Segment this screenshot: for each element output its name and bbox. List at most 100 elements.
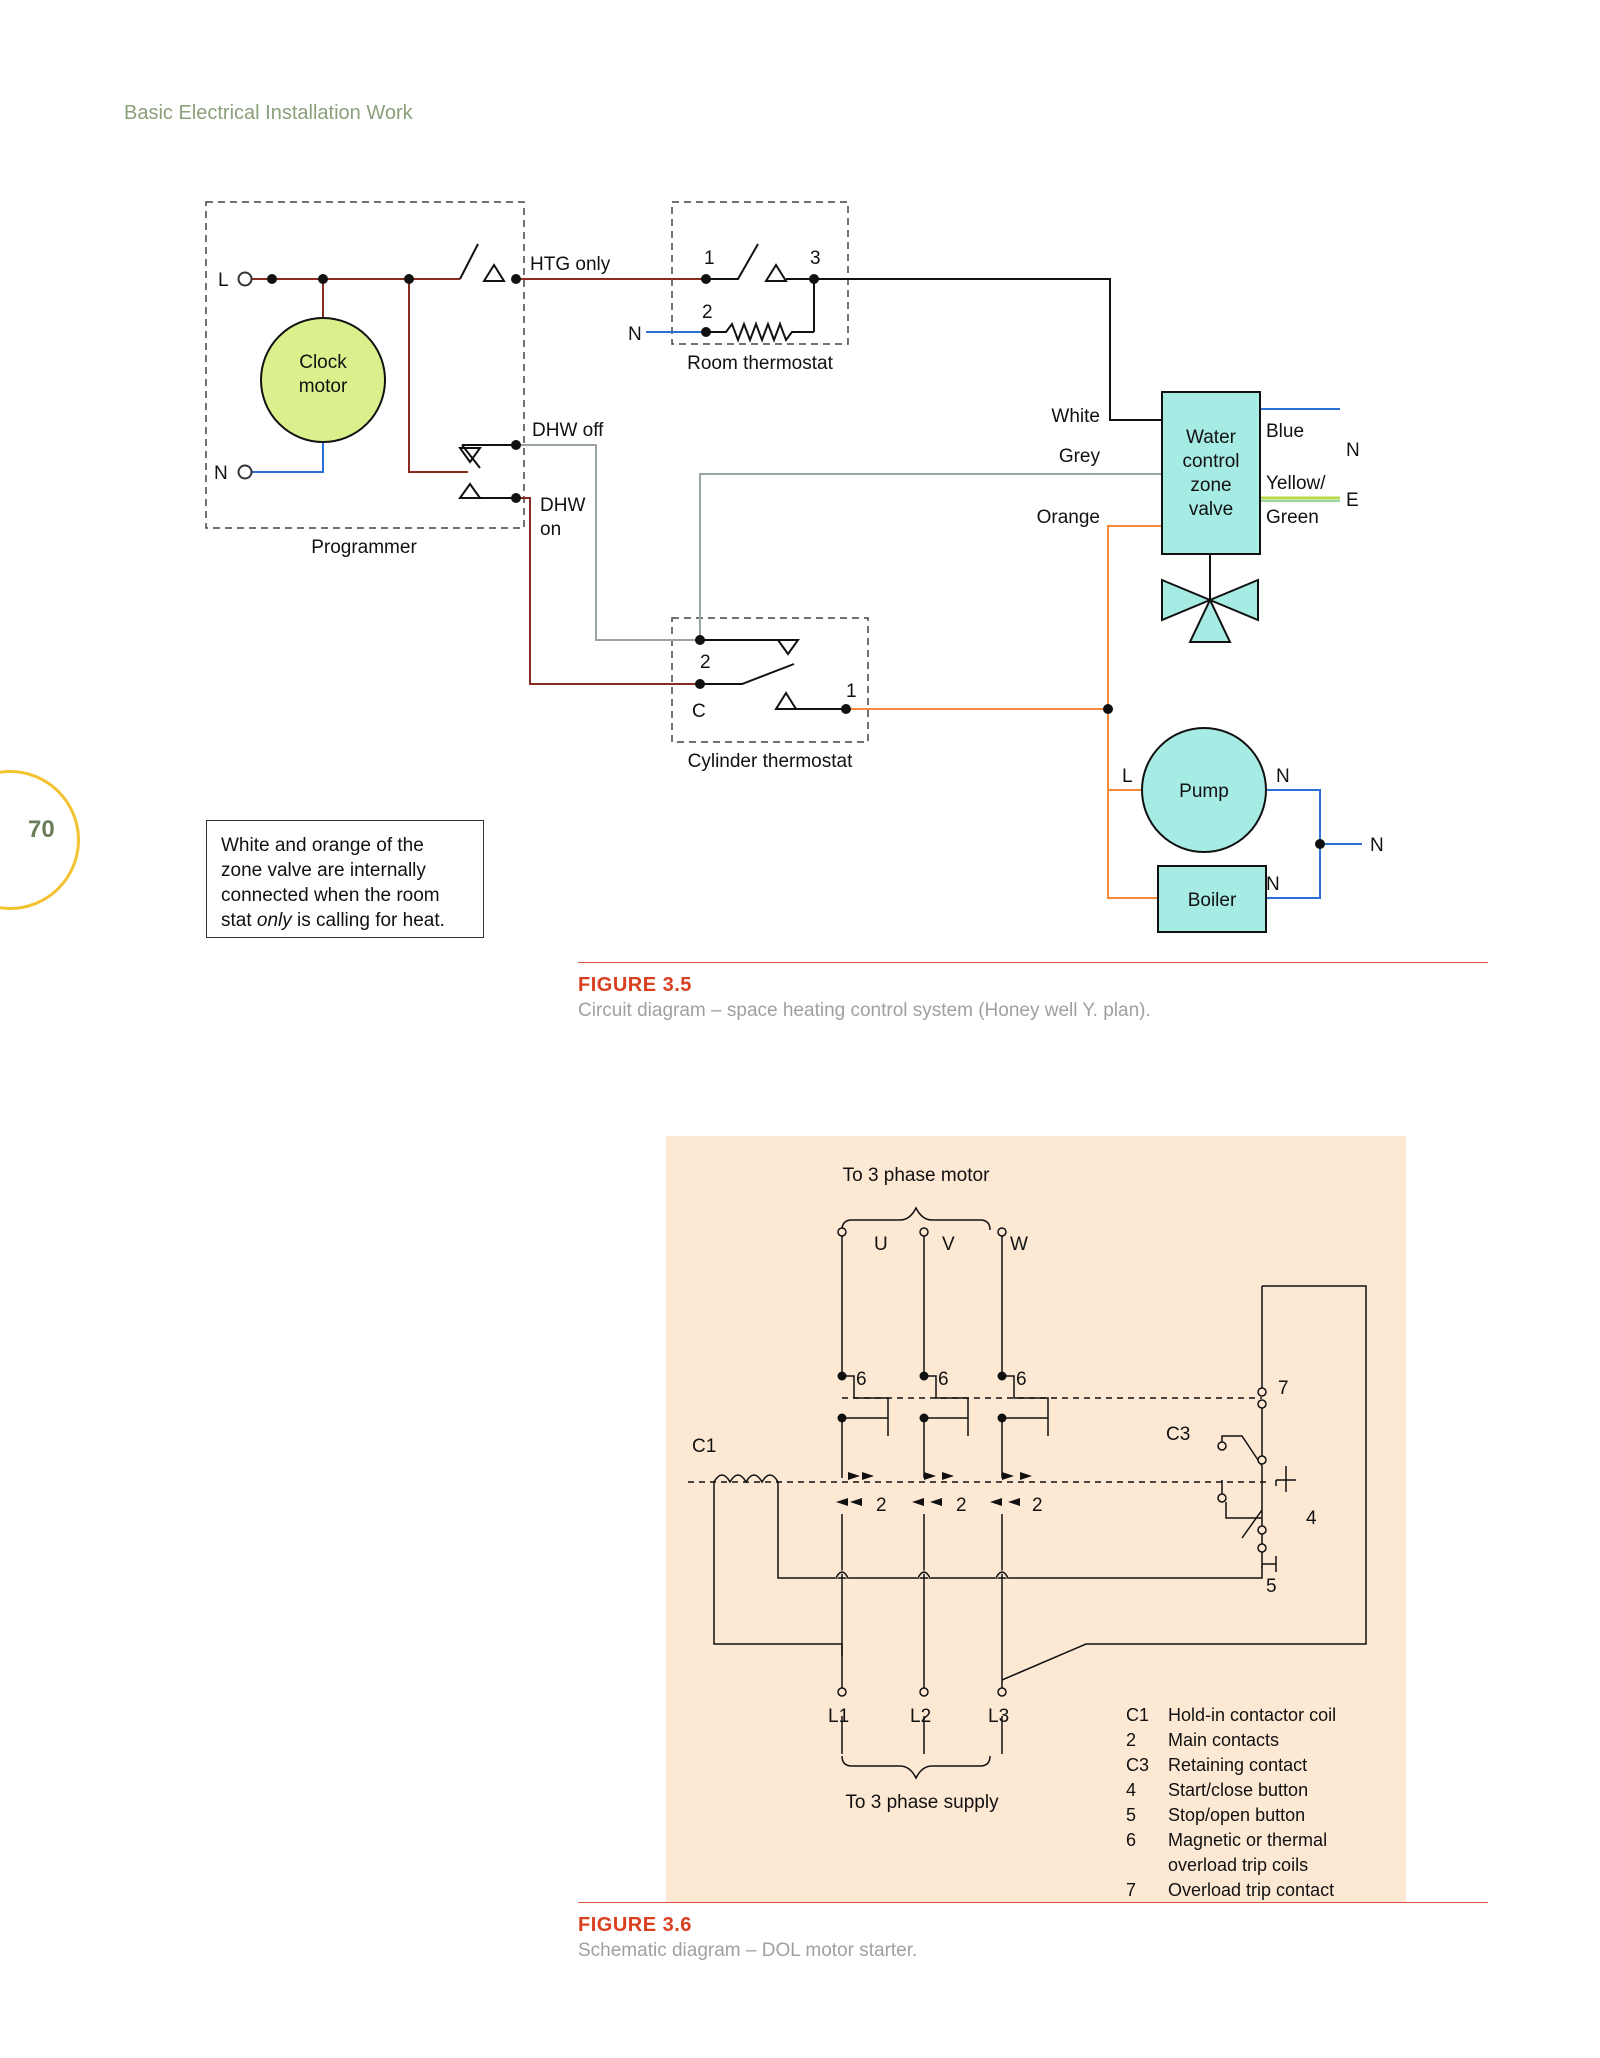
to-motor-label: To 3 phase motor <box>843 1165 990 1186</box>
figure-3-6-caption: Schematic diagram – DOL motor starter. <box>578 1940 918 1961</box>
legend-text-0: Hold-in contactor coil <box>1168 1705 1336 1725</box>
htg-switch <box>459 243 506 282</box>
pump-N-label: N <box>1276 766 1290 787</box>
room-thermostat-box <box>671 201 849 345</box>
legend-text-3: Start/close button <box>1168 1780 1308 1800</box>
U-label: U <box>874 1234 888 1255</box>
label-6b: 6 <box>938 1369 949 1390</box>
legend: C1 Hold-in contactor coil 2 Main contact… <box>1126 1705 1336 1900</box>
rt-terminal-2: 2 <box>702 302 713 323</box>
note-emphasis: only <box>256 910 292 931</box>
legend-key-3: 4 <box>1126 1780 1136 1800</box>
V-label: V <box>942 1234 955 1255</box>
valve-label-4: valve <box>1189 499 1233 520</box>
legend-key-1: 2 <box>1126 1730 1136 1750</box>
W-label: W <box>1010 1234 1028 1255</box>
terminal-L <box>237 271 253 287</box>
legend-text-7: Overload trip contact <box>1168 1880 1334 1900</box>
dhw-on-label-2: on <box>540 519 561 540</box>
label-2a: 2 <box>876 1495 887 1516</box>
common-N-label: N <box>1370 835 1384 856</box>
programmer-label: Programmer <box>311 537 417 558</box>
label-5: 5 <box>1266 1576 1277 1597</box>
N-label: N <box>214 463 228 484</box>
L2-label: L2 <box>910 1706 931 1727</box>
label-C1: C1 <box>692 1436 716 1457</box>
rt-terminal-3: 3 <box>810 248 821 269</box>
motor-brace <box>841 1206 991 1231</box>
legend-text-1: Main contacts <box>1168 1730 1279 1750</box>
supply-brace <box>841 1755 991 1780</box>
L1-label: L1 <box>828 1706 849 1727</box>
valve-label-3: zone <box>1190 475 1231 496</box>
label-4: 4 <box>1306 1508 1317 1529</box>
ct-terminal-C: C <box>692 701 706 722</box>
legend-key-5: 6 <box>1126 1830 1136 1850</box>
clock-motor-label-2: motor <box>299 376 348 397</box>
heating-circuit-diagram: L N Clock motor Programmer HTG only DHW … <box>205 201 1384 933</box>
ct-terminal-2: 2 <box>700 652 711 673</box>
coil-c1 <box>713 1474 779 1484</box>
grey-wiring <box>516 444 1162 641</box>
main-contacts <box>836 1371 1032 1506</box>
L-label: L <box>218 270 229 291</box>
htg-only-label: HTG only <box>530 254 611 275</box>
label-6a: 6 <box>856 1369 867 1390</box>
yellow-green-label-1: Yellow/ <box>1266 473 1326 494</box>
room-thermostat-switch <box>706 243 815 343</box>
valve-actuator-icon <box>1161 554 1259 643</box>
figure-3-5-rule <box>578 962 1488 963</box>
boiler-N-label: N <box>1266 874 1280 895</box>
note-text-1: White and orange of the zone valve are i… <box>221 835 440 931</box>
boiler <box>1157 865 1267 933</box>
dhw-off-label: DHW off <box>532 420 604 441</box>
pump-label: Pump <box>1179 781 1229 802</box>
room-thermostat-label: Room thermostat <box>687 353 833 374</box>
ct-terminal-1: 1 <box>846 681 857 702</box>
pump <box>1141 727 1267 853</box>
legend-text-6: overload trip coils <box>1168 1855 1308 1875</box>
terminal-N <box>237 464 253 480</box>
page-number: 70 <box>28 816 55 843</box>
E-label: E <box>1346 490 1359 511</box>
cylinder-thermostat-box <box>671 617 869 743</box>
grey-label: Grey <box>1059 446 1101 467</box>
terminals <box>837 1227 1267 1697</box>
orange-wiring <box>846 525 1162 899</box>
label-6c: 6 <box>1016 1369 1027 1390</box>
label-C3: C3 <box>1166 1424 1190 1445</box>
black-wiring <box>814 278 1162 421</box>
yellow-green-label-2: Green <box>1266 507 1319 528</box>
note-text-2: is calling for heat. <box>291 910 445 931</box>
legend-text-2: Retaining contact <box>1168 1755 1307 1775</box>
boiler-label: Boiler <box>1188 890 1237 911</box>
junction-dots <box>267 274 1325 849</box>
zone-valve <box>1161 391 1261 555</box>
label-7: 7 <box>1278 1378 1289 1399</box>
note-box: White and orange of the zone valve are i… <box>206 820 484 938</box>
figure-3-6-label: FIGURE 3.6 <box>578 1914 692 1936</box>
figure-3-5-caption: Circuit diagram – space heating control … <box>578 1000 1151 1021</box>
figure-3-5-label: FIGURE 3.5 <box>578 974 692 996</box>
cylinder-thermostat-label: Cylinder thermostat <box>688 751 853 772</box>
figure-3-6-rule <box>578 1902 1488 1903</box>
blue-label: Blue <box>1266 421 1304 442</box>
white-label: White <box>1051 406 1100 427</box>
pump-L-label: L <box>1122 766 1133 787</box>
legend-key-2: C3 <box>1126 1755 1149 1775</box>
legend-key-4: 5 <box>1126 1805 1136 1825</box>
dhw-switch <box>458 444 516 499</box>
valve-label-2: control <box>1182 451 1239 472</box>
clock-motor-label-1: Clock <box>299 352 347 373</box>
clock-motor <box>260 317 386 443</box>
valve-N-label: N <box>1346 440 1360 461</box>
legend-text-4: Stop/open button <box>1168 1805 1305 1825</box>
programmer-box <box>205 201 525 529</box>
cylinder-thermostat-switch <box>700 639 846 710</box>
legend-key-0: C1 <box>1126 1705 1149 1725</box>
legend-text-5: Magnetic or thermal <box>1168 1830 1327 1850</box>
L3-label: L3 <box>988 1706 1009 1727</box>
label-2c: 2 <box>1032 1495 1043 1516</box>
running-head: Basic Electrical Installation Work <box>124 102 413 124</box>
orange-label: Orange <box>1037 507 1100 528</box>
